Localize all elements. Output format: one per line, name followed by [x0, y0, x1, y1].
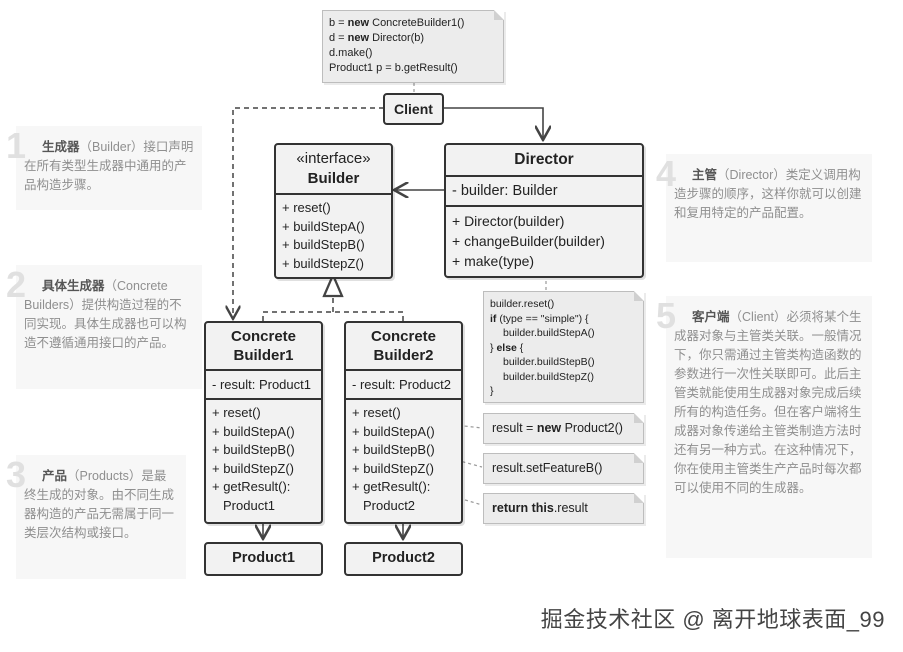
realization-branch	[262, 311, 404, 321]
method: + buildStepZ()	[352, 460, 435, 476]
method: + changeBuilder(builder)	[452, 233, 605, 249]
method: + buildStepB()	[352, 442, 435, 457]
watermark: 掘金技术社区 @ 离开地球表面_99	[540, 607, 885, 632]
client-director-association	[443, 107, 543, 140]
client-code-note: b = new ConcreteBuilder1() d = new Direc…	[322, 10, 504, 83]
method: + buildStepZ()	[212, 460, 295, 476]
director-make-note: builder.reset() if (type == "simple") { …	[483, 291, 644, 403]
director-class: Director - builder: Builder + Director(b…	[444, 143, 644, 278]
cb2-field: - result: Product2	[346, 371, 461, 400]
cb1-methods: + reset() + buildStepA() + buildStepB() …	[206, 400, 321, 519]
builder-title: «interface» Builder	[276, 145, 391, 195]
concrete-builder2-class: Concrete Builder2 - result: Product2 + r…	[344, 321, 463, 524]
method: + buildStepZ()	[282, 255, 365, 271]
reset-impl-note: result = new Product2()	[483, 413, 644, 444]
method: + buildStepB()	[212, 442, 295, 457]
director-methods: + Director(builder) + changeBuilder(buil…	[446, 207, 642, 275]
builder-name: Builder	[307, 170, 360, 187]
product2-box: Product2	[344, 542, 463, 576]
client-box: Client	[383, 93, 444, 125]
method: + buildStepA()	[352, 423, 435, 439]
product1-box: Product1	[204, 542, 323, 576]
return-type: Product2	[363, 497, 416, 513]
method: + buildStepB()	[282, 237, 365, 252]
method: + buildStepA()	[212, 423, 295, 439]
method: + make(type)	[452, 253, 535, 269]
client-label: Client	[394, 101, 433, 117]
method: + reset()	[282, 200, 331, 215]
method: + reset()	[352, 405, 401, 420]
method: + buildStepA()	[282, 218, 365, 234]
cb2-title: Concrete Builder2	[346, 323, 461, 371]
description-1: 1 生成器（Builder）接口声明在所有类型生成器中通用的产品构造步骤。	[6, 126, 202, 210]
cb1-title: Concrete Builder1	[206, 323, 321, 371]
description-2: 2 具体生成器（Concrete Builders）提供构造过程的不同实现。具体…	[6, 265, 202, 389]
cb2-methods: + reset() + buildStepA() + buildStepB() …	[346, 400, 461, 519]
director-title: Director	[446, 145, 642, 177]
method: + getResult():	[212, 479, 291, 494]
builder-methods: + reset() + buildStepA() + buildStepB() …	[276, 195, 391, 277]
cb1-field: - result: Product1	[206, 371, 321, 400]
director-field: - builder: Builder	[446, 177, 642, 207]
builder-stereotype: «interface»	[296, 150, 371, 167]
concrete-builder1-class: Concrete Builder1 - result: Product1 + r…	[204, 321, 323, 524]
description-5: 5 客户端（Client）必须将某个生成器对象与主管类关联。一般情况下，你只需通…	[656, 296, 872, 558]
method: + Director(builder)	[452, 213, 565, 229]
description-3: 3 产品（Products）是最终生成的对象。由不同生成器构造的产品无需属于同一…	[6, 455, 186, 579]
method: + getResult():	[352, 479, 431, 494]
getresult-impl-note: return this.result	[483, 493, 644, 524]
stepb-impl-note: result.setFeatureB()	[483, 453, 644, 484]
product2-label: Product2	[372, 550, 435, 566]
client-builder1-dependency	[233, 107, 384, 319]
method: + reset()	[212, 405, 261, 420]
description-4: 4 主管（Director）类定义调用构造步骤的顺序，这样你就可以创建和复用特定…	[656, 154, 872, 262]
product1-label: Product1	[232, 550, 295, 566]
builder-interface: «interface» Builder + reset() + buildSte…	[274, 143, 393, 279]
return-type: Product1	[223, 497, 276, 513]
